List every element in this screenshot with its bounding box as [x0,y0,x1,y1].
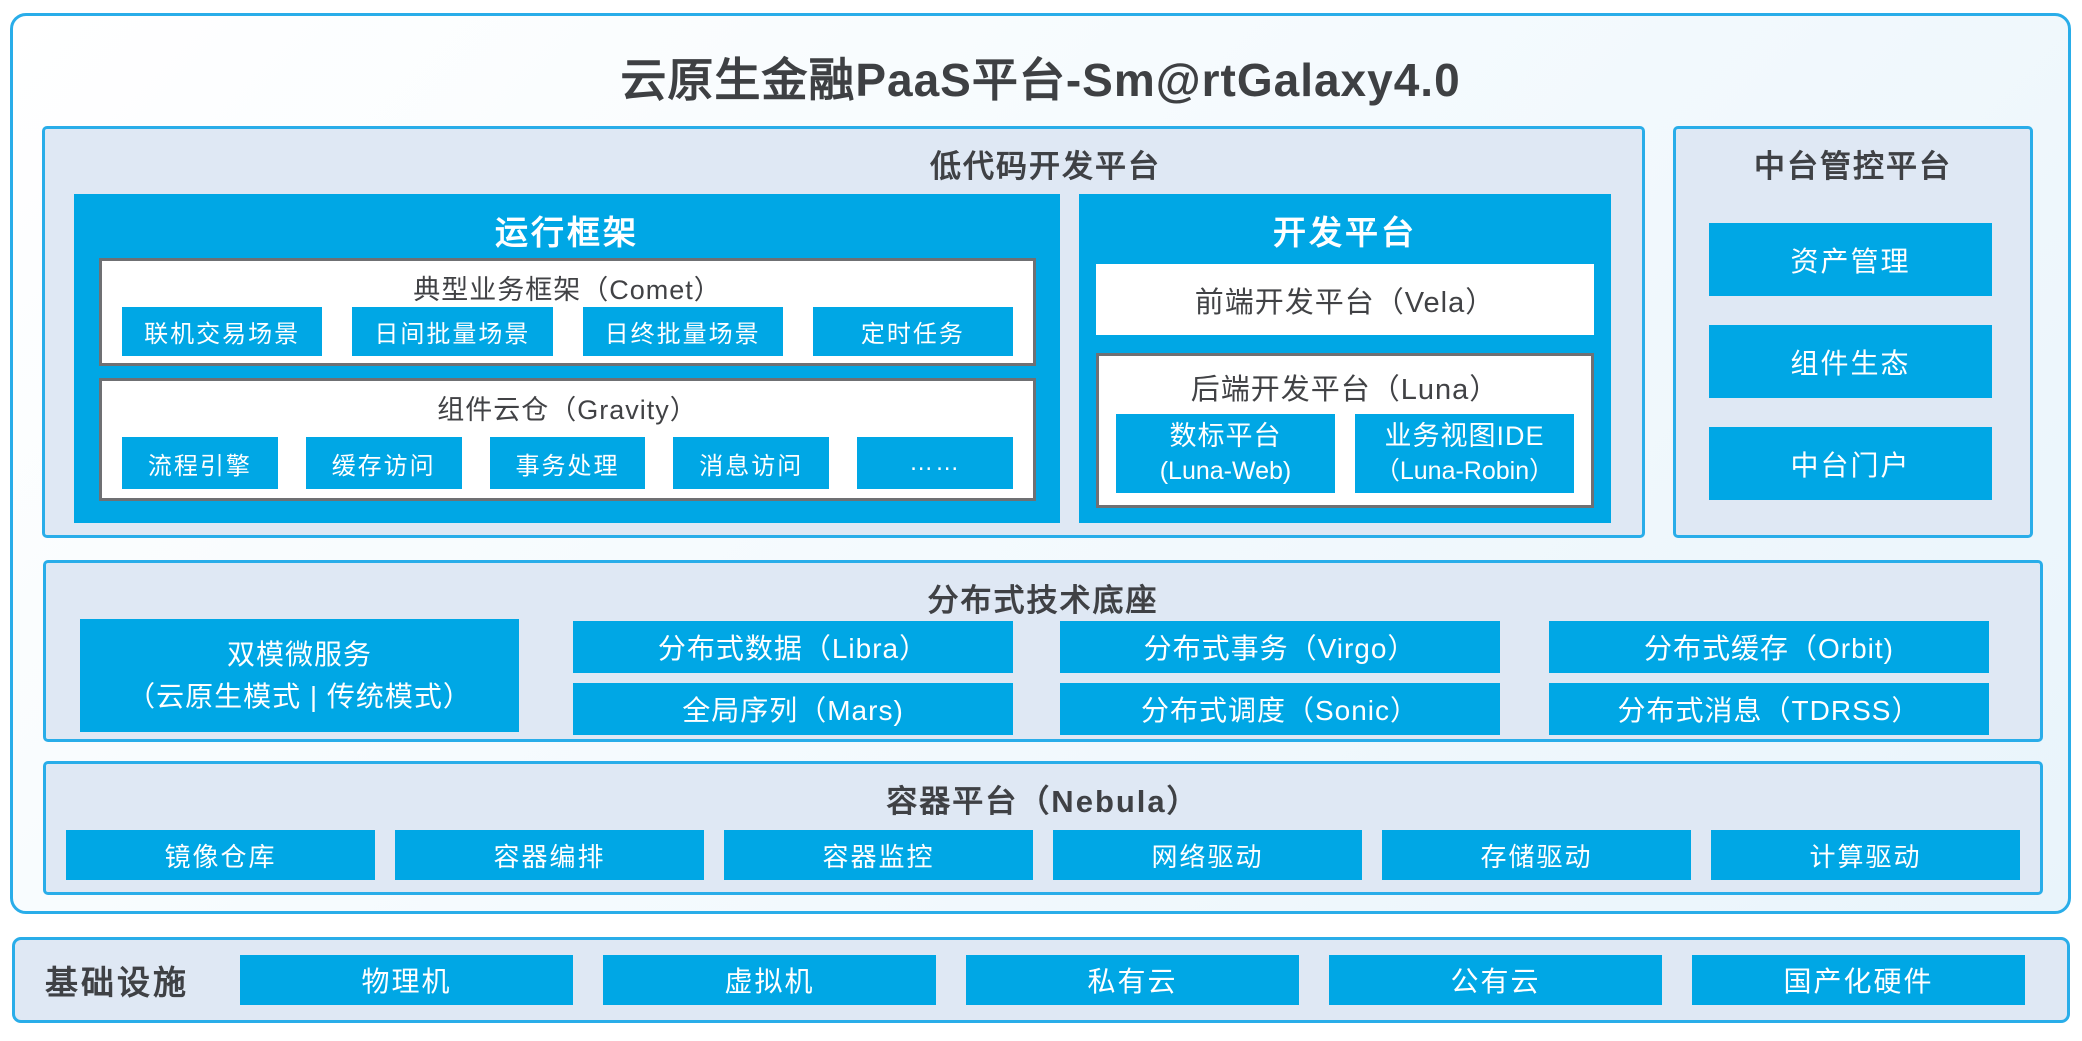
dev-platform-title: 开发平台 [1273,214,1417,251]
box-global-sequence-mars: 全局序列（Mars) [573,683,1013,735]
main-container: 云原生金融PaaS平台-Sm@rtGalaxy4.0 低代码开发平台 运行框架 … [10,13,2071,914]
gravity-item-transaction: 事务处理 [489,437,646,489]
luna-item-row: 数标平台 (Luna-Web) 业务视图IDE （Luna-Robin） [1099,414,1591,493]
infrastructure-item-row: 物理机 虚拟机 私有云 公有云 国产化硬件 [240,940,2025,1020]
container-item-compute-driver: 计算驱动 [1711,830,2020,880]
mid-platform-item-portal: 中台门户 [1709,427,1992,500]
container-item-orchestration: 容器编排 [395,830,704,880]
box-distributed-scheduling-sonic: 分布式调度（Sonic） [1060,683,1500,735]
low-code-platform-title: 低代码开发平台 [930,149,1161,184]
box-dual-mode-microservice: 双模微服务 （云原生模式 | 传统模式） [80,619,519,732]
page-title: 云原生金融PaaS平台-Sm@rtGalaxy4.0 [620,54,1461,106]
infra-item-virtual-machine: 虚拟机 [603,955,936,1005]
panel-low-code-platform: 低代码开发平台 运行框架 典型业务框架（Comet） 联机交易场景 日间批量场景… [42,126,1645,538]
box-gravity-warehouse: 组件云仓（Gravity） 流程引擎 缓存访问 事务处理 消息访问 …… [99,378,1036,501]
luna-item-business-view-ide: 业务视图IDE （Luna-Robin） [1355,414,1574,493]
luna-item-data-platform-code: (Luna-Web) [1159,456,1292,485]
runtime-framework-title: 运行框架 [495,214,639,251]
infra-item-public-cloud: 公有云 [1329,955,1662,1005]
panel-infrastructure: 基础设施 物理机 虚拟机 私有云 公有云 国产化硬件 [12,937,2070,1023]
box-distributed-message-tdrss: 分布式消息（TDRSS） [1549,683,1989,735]
container-platform-title: 容器平台（Nebula） [886,784,1200,819]
infrastructure-title: 基础设施 [45,964,189,1001]
panel-mid-platform-control: 中台管控平台 资产管理 组件生态 中台门户 [1673,126,2033,538]
mid-platform-title: 中台管控平台 [1754,149,1952,184]
luna-title: 后端开发平台（Luna） [1190,374,1500,406]
luna-item-data-platform-name: 数标平台 [1169,421,1282,452]
container-item-network-driver: 网络驱动 [1053,830,1362,880]
distributed-base-title: 分布式技术底座 [927,583,1159,618]
mid-platform-item-asset-management: 资产管理 [1709,223,1992,296]
luna-item-data-platform: 数标平台 (Luna-Web) [1116,414,1335,493]
comet-title: 典型业务框架（Comet） [413,275,722,305]
container-platform-item-row: 镜像仓库 容器编排 容器监控 网络驱动 存储驱动 计算驱动 [66,830,2020,880]
panel-container-platform: 容器平台（Nebula） 镜像仓库 容器编排 容器监控 网络驱动 存储驱动 计算… [43,761,2043,895]
luna-item-business-view-ide-code: （Luna-Robin） [1374,456,1555,485]
dual-mode-microservice-modes: （云原生模式 | 传统模式） [127,680,472,712]
comet-item-scheduled-task: 定时任务 [812,307,1013,356]
comet-item-daytime-batch: 日间批量场景 [352,307,553,356]
luna-item-business-view-ide-name: 业务视图IDE [1384,421,1545,452]
box-dev-platform: 开发平台 前端开发平台（Vela） 后端开发平台（Luna） 数标平台 (Lun… [1079,194,1611,523]
box-distributed-cache-orbit: 分布式缓存（Orbit) [1549,621,1989,673]
container-item-image-registry: 镜像仓库 [66,830,375,880]
comet-item-online-trading: 联机交易场景 [122,307,323,356]
comet-item-row: 联机交易场景 日间批量场景 日终批量场景 定时任务 [122,307,1013,356]
mid-platform-item-component-ecosystem: 组件生态 [1709,325,1992,398]
gravity-item-cache-access: 缓存访问 [305,437,462,489]
comet-item-endofday-batch: 日终批量场景 [582,307,783,356]
container-item-monitoring: 容器监控 [724,830,1033,880]
gravity-item-message-access: 消息访问 [673,437,830,489]
panel-distributed-tech-base: 分布式技术底座 双模微服务 （云原生模式 | 传统模式） 分布式数据（Libra… [43,560,2043,742]
container-item-storage-driver: 存储驱动 [1382,830,1691,880]
infra-item-physical-machine: 物理机 [240,955,573,1005]
box-distributed-transaction-virgo: 分布式事务（Virgo） [1060,621,1500,673]
gravity-item-process-engine: 流程引擎 [122,437,278,489]
gravity-item-more: …… [857,437,1013,489]
box-comet-framework: 典型业务框架（Comet） 联机交易场景 日间批量场景 日终批量场景 定时任务 [99,258,1036,366]
gravity-title: 组件云仓（Gravity） [437,395,698,425]
box-luna-backend: 后端开发平台（Luna） 数标平台 (Luna-Web) 业务视图IDE （Lu… [1096,353,1594,508]
infra-item-domestic-hardware: 国产化硬件 [1692,955,2025,1005]
infra-item-private-cloud: 私有云 [966,955,1299,1005]
dual-mode-microservice-name: 双模微服务 [226,638,372,670]
box-distributed-data-libra: 分布式数据（Libra） [573,621,1013,673]
box-vela-frontend: 前端开发平台（Vela） [1096,264,1594,335]
box-runtime-framework: 运行框架 典型业务框架（Comet） 联机交易场景 日间批量场景 日终批量场景 … [74,194,1060,523]
gravity-item-row: 流程引擎 缓存访问 事务处理 消息访问 …… [122,437,1013,489]
